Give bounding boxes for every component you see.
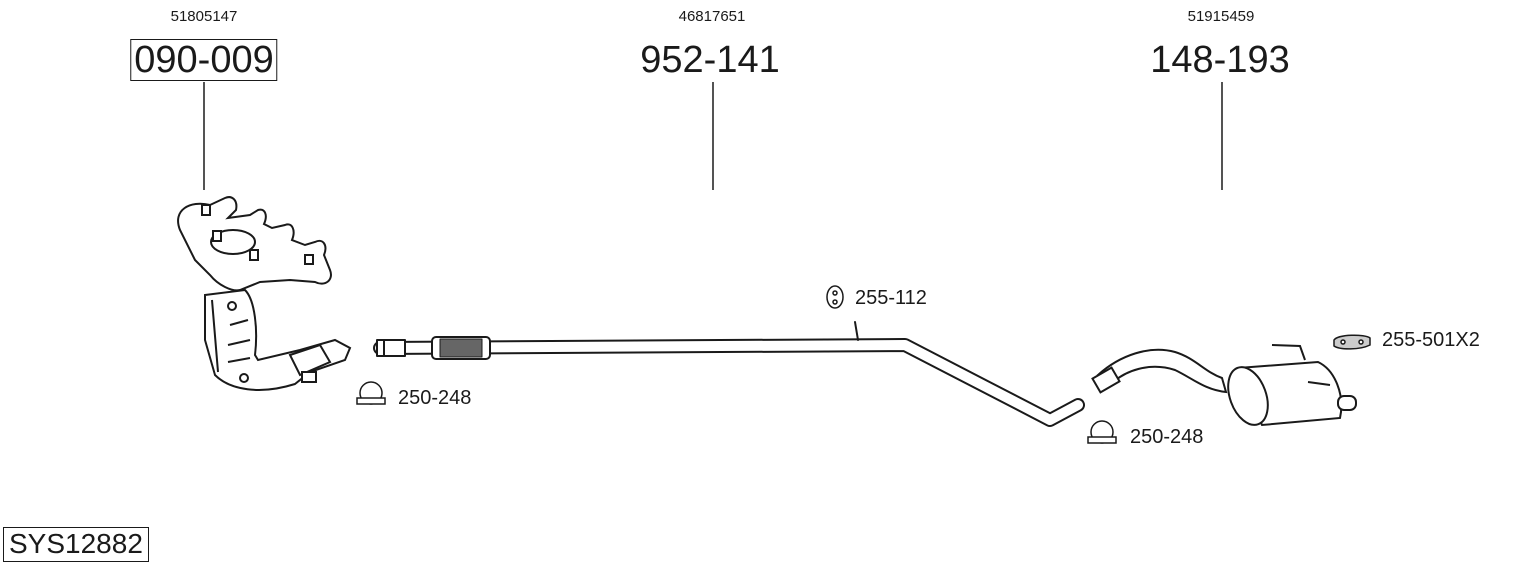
rear-silencer [1091,344,1357,427]
clamp-icon [356,381,386,405]
system-id: SYS12882 [3,527,149,562]
exhaust-manifold-catalyst [177,196,352,391]
oem-number-2: 46817651 [678,8,746,25]
accessory-label-clamp-2[interactable]: 250-248 [1130,426,1204,448]
part-number-1[interactable]: 090-009 [130,39,278,81]
accessory-label-bracket[interactable]: 255-501X2 [1382,329,1480,351]
accessory-label-rubber-mount[interactable]: 255-112 [855,287,927,309]
oem-number-3: 51915459 [1187,8,1255,25]
rubber-mount-icon [826,285,844,309]
mounting-bracket-icon [1333,334,1371,350]
accessory-label-clamp-1[interactable]: 250-248 [398,387,472,409]
part-number-2[interactable]: 952-141 [640,39,780,81]
oem-number-1: 51805147 [170,8,238,25]
middle-pipe [373,321,1085,427]
part-number-3[interactable]: 148-193 [1150,39,1290,81]
clamp-icon [1087,420,1117,444]
